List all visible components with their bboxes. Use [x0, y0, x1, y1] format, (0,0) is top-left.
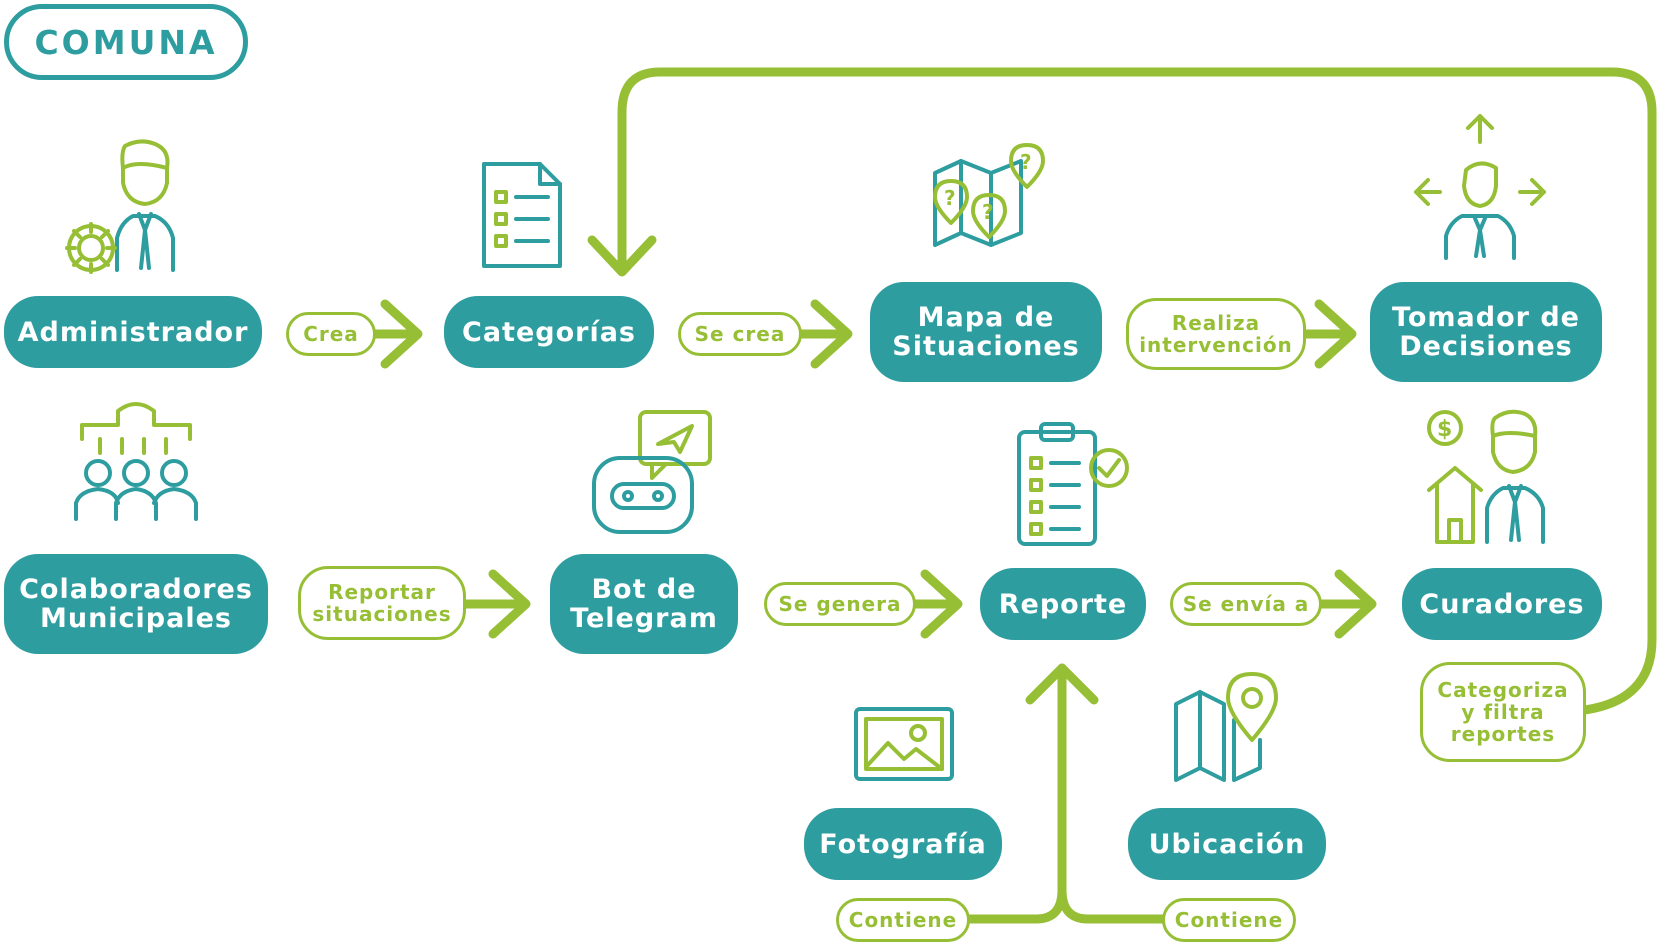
- edge-label-se-genera: Se genera: [764, 582, 916, 626]
- node-mapa-de-situaciones: Mapa de Situaciones: [870, 282, 1102, 382]
- map-question-pins-icon: ? ? ?: [933, 143, 1045, 247]
- municipal-group-icon: [74, 402, 198, 521]
- edge-label-categoriza-filtra-reportes: Categoriza y filtra reportes: [1420, 662, 1586, 762]
- person-money-house-icon: $: [1427, 409, 1545, 544]
- svg-text:?: ?: [1020, 150, 1032, 174]
- person-arrows-icon: [1414, 114, 1546, 260]
- edge-label-reportar-situaciones: Reportar situaciones: [298, 566, 466, 640]
- map-pin-icon: [1174, 672, 1278, 782]
- arrow-contiene-right: [1057, 885, 1175, 924]
- brand-comuna: COMUNA: [4, 4, 248, 80]
- node-colaboradores-municipales: Colaboradores Municipales: [4, 554, 268, 654]
- checklist-document-icon: [482, 162, 562, 268]
- arrow-se-genera: [911, 569, 963, 639]
- edge-label-se-envia-a: Se envía a: [1170, 582, 1322, 626]
- node-reporte: Reporte: [980, 568, 1146, 640]
- admin-gear-person-icon: [65, 139, 175, 274]
- edge-label-realiza-intervencion: Realiza intervención: [1126, 298, 1306, 370]
- edge-label-crea: Crea: [286, 312, 376, 356]
- arrow-crea: [367, 299, 423, 369]
- edge-label-contiene-fotografia: Contiene: [836, 898, 970, 942]
- arrow-reportar: [461, 569, 531, 639]
- arrow-se-crea: [797, 299, 853, 369]
- clipboard-check-icon: [1017, 422, 1129, 546]
- arrow-se-envia: [1317, 569, 1377, 639]
- telegram-bot-icon: [592, 410, 712, 534]
- arrow-realiza: [1301, 299, 1357, 369]
- contiene-arrowhead: [1025, 663, 1099, 705]
- node-categorias: Categorías: [444, 296, 654, 368]
- edge-label-se-crea: Se crea: [678, 312, 802, 356]
- node-curadores: Curadores: [1402, 568, 1602, 640]
- node-tomador-de-decisiones: Tomador de Decisiones: [1370, 282, 1602, 382]
- edge-label-contiene-ubicacion: Contiene: [1162, 898, 1296, 942]
- dollar-sign: $: [1437, 417, 1452, 442]
- node-administrador: Administrador: [4, 296, 262, 368]
- node-bot-de-telegram: Bot de Telegram: [550, 554, 738, 654]
- svg-text:?: ?: [982, 200, 994, 224]
- picture-frame-icon: [854, 707, 954, 781]
- node-ubicacion: Ubicación: [1128, 808, 1326, 880]
- feedback-loop-line: [617, 67, 1657, 717]
- feedback-arrowhead: [587, 235, 657, 277]
- svg-text:?: ?: [944, 186, 956, 210]
- node-fotografia: Fotografía: [804, 808, 1002, 880]
